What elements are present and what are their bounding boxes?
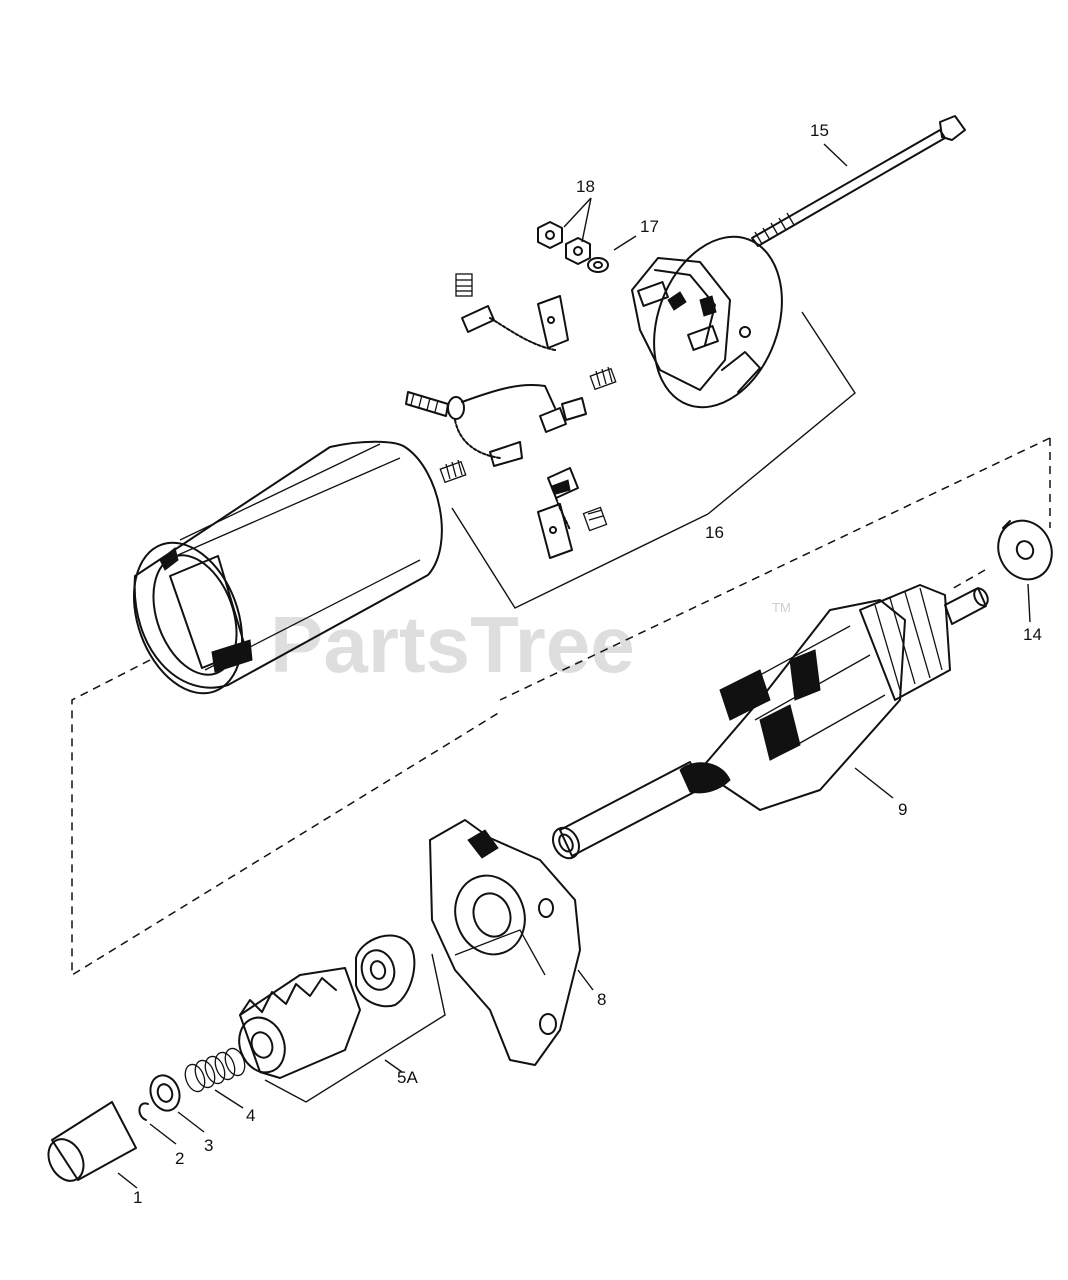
callout-17: 17 <box>640 217 659 236</box>
thrust-washer-part <box>997 519 1053 581</box>
dust-cover-part <box>47 1101 137 1182</box>
callout-9: 9 <box>898 800 907 819</box>
field-housing-part <box>132 440 443 695</box>
leader-lines <box>117 143 1031 1189</box>
callout-3: 3 <box>204 1136 213 1155</box>
callout-4: 4 <box>246 1106 255 1125</box>
callout-14: 14 <box>1023 625 1042 644</box>
retaining-ring-part <box>138 1102 149 1121</box>
end-cap-part <box>631 235 783 409</box>
watermark: PartsTree <box>270 600 635 689</box>
callout-8: 8 <box>597 990 606 1009</box>
drive-end-cap-part <box>429 819 581 1066</box>
washer-part <box>587 257 609 273</box>
callout-15: 15 <box>810 121 829 140</box>
nuts-part <box>537 221 591 265</box>
callout-5a: 5A <box>397 1068 418 1087</box>
callout-labels: 1 2 3 4 5A 8 9 14 15 16 17 18 <box>133 121 1042 1207</box>
stop-collar-part <box>149 1074 181 1112</box>
alignment-dashed-lines <box>71 437 1051 977</box>
drive-assembly-part <box>238 934 416 1079</box>
through-bolt-part <box>751 115 966 247</box>
brush-assembly-part <box>405 273 617 559</box>
armature-part <box>552 584 989 860</box>
callout-2: 2 <box>175 1149 184 1168</box>
callout-18: 18 <box>576 177 595 196</box>
spring-part <box>184 1047 246 1093</box>
callout-16: 16 <box>705 523 724 542</box>
callout-1: 1 <box>133 1188 142 1207</box>
watermark-trademark: TM <box>772 600 791 615</box>
